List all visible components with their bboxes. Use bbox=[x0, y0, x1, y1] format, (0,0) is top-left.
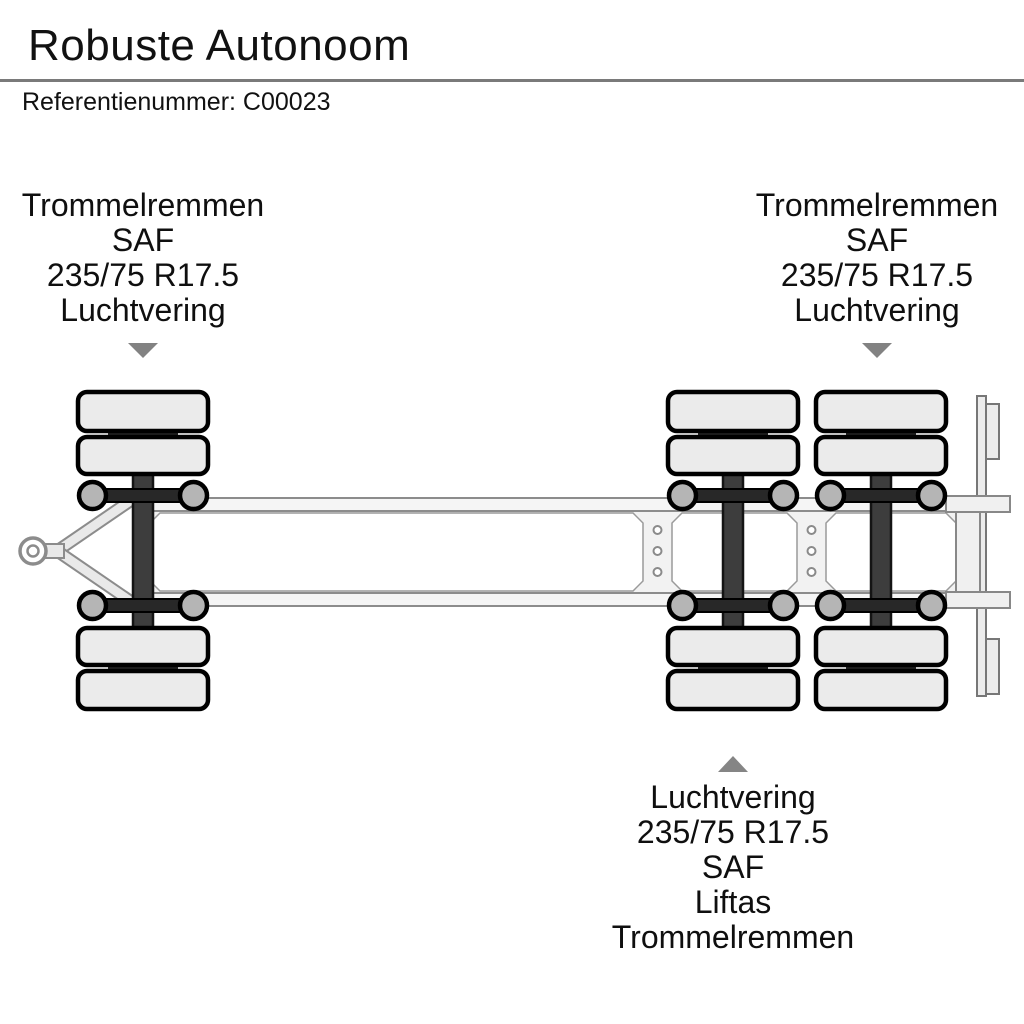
front-axle-arrow-down-icon bbox=[128, 343, 158, 358]
front-axle-label: Trommelremmen SAF 235/75 R17.5 Luchtveri… bbox=[22, 188, 264, 328]
label-line: SAF bbox=[701, 849, 765, 885]
label-line: Luchtvering bbox=[794, 292, 960, 328]
lift-axle-arrow-up-icon bbox=[718, 756, 748, 772]
label-line: SAF bbox=[111, 222, 175, 258]
page-title: Robuste Autonoom bbox=[28, 21, 411, 70]
label-line: Trommelremmen bbox=[21, 187, 265, 223]
label-line: Liftas bbox=[694, 884, 772, 920]
rear-underrun-assembly bbox=[945, 395, 1011, 697]
title-divider bbox=[0, 79, 1024, 82]
label-line: SAF bbox=[845, 222, 909, 258]
label-line: Trommelremmen bbox=[755, 187, 999, 223]
label-line: 235/75 R17.5 bbox=[780, 257, 974, 293]
reference-number: Referentienummer: C00023 bbox=[22, 88, 331, 116]
drawbar bbox=[18, 493, 138, 609]
lift-axle-label: Luchtvering 235/75 R17.5 SAF Liftas Trom… bbox=[612, 780, 854, 955]
label-line: 235/75 R17.5 bbox=[636, 814, 830, 850]
label-line: Luchtvering bbox=[60, 292, 226, 328]
crossmember-bolt-holes bbox=[652, 525, 817, 577]
label-line: 235/75 R17.5 bbox=[46, 257, 240, 293]
label-line: Luchtvering bbox=[650, 779, 816, 815]
rear-axle-label: Trommelremmen SAF 235/75 R17.5 Luchtveri… bbox=[756, 188, 998, 328]
label-line: Trommelremmen bbox=[611, 919, 855, 955]
rear-axle-arrow-down-icon bbox=[862, 343, 892, 358]
